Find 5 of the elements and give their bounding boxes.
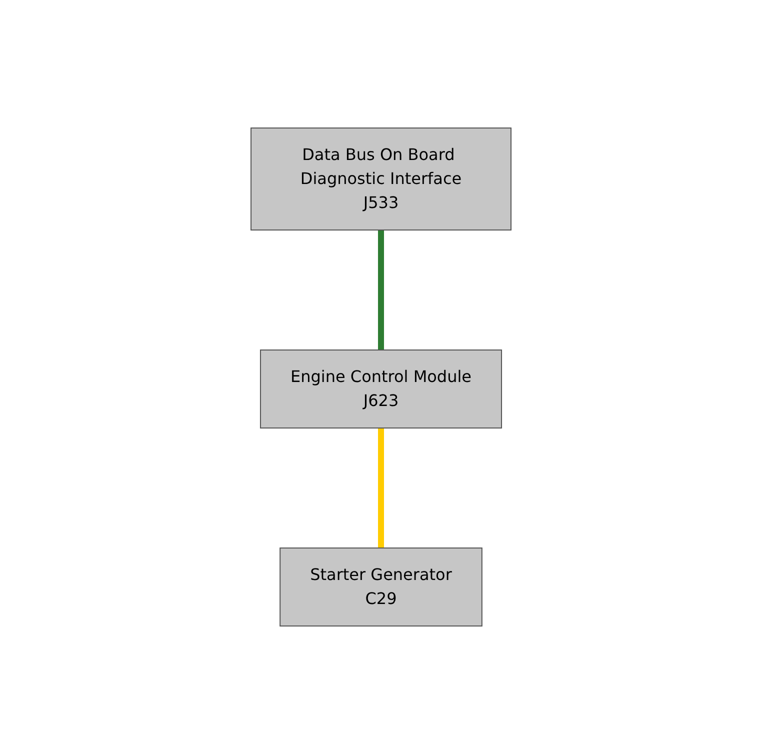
connector (378, 428, 384, 548)
node-box: Engine Control Module J623 (259, 349, 502, 428)
connector (378, 230, 384, 350)
node-box: Data Bus On Board Diagnostic Interface J533 (250, 127, 511, 230)
node-box: Starter Generator C29 (279, 547, 482, 626)
